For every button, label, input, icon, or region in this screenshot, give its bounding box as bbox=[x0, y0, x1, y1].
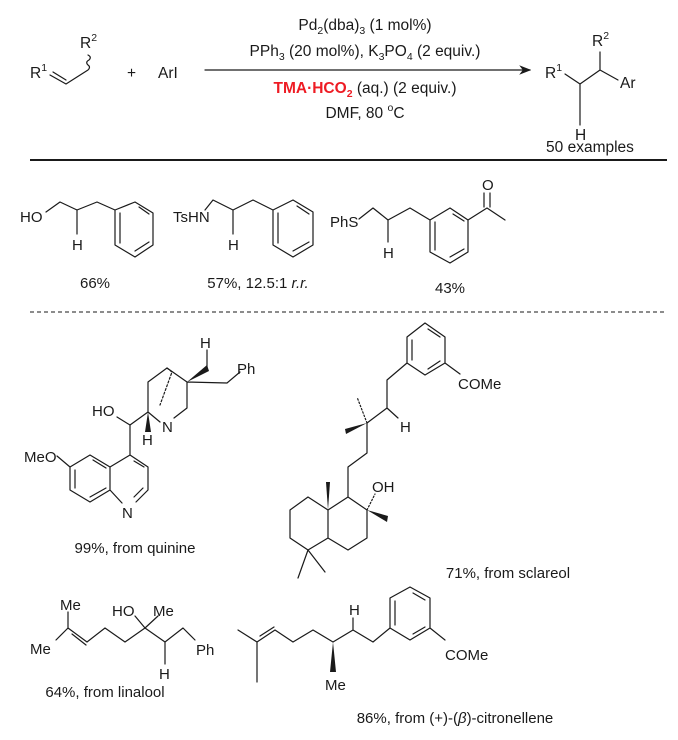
plus-sign: + bbox=[127, 65, 136, 82]
aryl-iodide-label: ArI bbox=[158, 65, 178, 82]
condition-reductant: TMA·HCO2 (aq.) (2 equiv.) bbox=[274, 80, 457, 100]
example-sclareol: COMe H OH 71%, from sclareol bbox=[289, 322, 570, 582]
condition-solvent-temp: DMF, 80 oC bbox=[325, 102, 404, 122]
examples-count: 50 examples bbox=[546, 139, 634, 156]
yield-label: 43% bbox=[435, 280, 465, 297]
product-ar-label: Ar bbox=[620, 75, 636, 92]
thioether-bonds bbox=[358, 192, 506, 264]
me-label: Me bbox=[325, 677, 346, 694]
alkene-bonds bbox=[49, 54, 91, 85]
sclareol-caption: 71%, from sclareol bbox=[446, 565, 570, 582]
oh-label: OH bbox=[372, 479, 395, 496]
h-label: H bbox=[159, 666, 170, 683]
ho-label: HO bbox=[112, 603, 135, 620]
o-label: O bbox=[482, 177, 494, 194]
yield-label: 66% bbox=[80, 275, 110, 292]
come-label: COMe bbox=[445, 647, 488, 664]
wedge-bond bbox=[187, 365, 209, 382]
condition-catalyst: Pd2(dba)3 (1 mol%) bbox=[298, 17, 431, 37]
h-label: H bbox=[383, 245, 394, 262]
example-citronellene: H Me COMe 86%, from (+)-(β)-citronellene bbox=[237, 586, 554, 727]
linalool-bonds bbox=[55, 611, 196, 665]
sulfonamide-bonds bbox=[204, 199, 314, 258]
product-h-label: H bbox=[575, 127, 586, 144]
ph-label: Ph bbox=[196, 642, 214, 659]
hashed-bridge bbox=[159, 367, 173, 406]
hashed-bonds bbox=[356, 396, 376, 511]
example-linalool: Me Me HO Me Ph H 64%, from linalool bbox=[30, 597, 214, 701]
h-label: H bbox=[400, 419, 411, 436]
h-label: H bbox=[72, 237, 83, 254]
product-r2-label: R2 bbox=[592, 30, 609, 50]
ho-label: HO bbox=[92, 403, 115, 420]
reactant-r1-label: R1 bbox=[30, 62, 47, 82]
wedge-bond bbox=[145, 412, 151, 432]
h-label: H bbox=[349, 602, 360, 619]
phs-label: PhS bbox=[330, 214, 358, 231]
tshn-label: TsHN bbox=[173, 209, 210, 226]
ph-label: Ph bbox=[237, 361, 255, 378]
yield-label: 57%, 12.5:1 r.r. bbox=[207, 275, 308, 292]
h-label: H bbox=[228, 237, 239, 254]
quinine-caption: 99%, from quinine bbox=[75, 540, 196, 557]
wedge-bond bbox=[367, 510, 388, 522]
h-top-label: H bbox=[200, 335, 211, 352]
product-r1-label: R1 bbox=[545, 62, 562, 82]
n-ring-label: N bbox=[122, 505, 133, 522]
example-quinine: H Ph HO N H MeO N 99%, from quinine bbox=[24, 335, 255, 557]
wedge-bond bbox=[330, 642, 336, 672]
n-bridge-label: N bbox=[162, 419, 173, 436]
product-structure: R1 R2 Ar H bbox=[545, 30, 636, 144]
wedge-bond bbox=[345, 423, 367, 434]
me-top-label: Me bbox=[60, 597, 81, 614]
sclareol-bonds bbox=[289, 322, 461, 579]
example-alcohol: HO H 66% bbox=[20, 201, 154, 292]
reactant-alkene: R1 R2 bbox=[30, 32, 97, 85]
product-bonds bbox=[564, 51, 619, 126]
ho-label: HO bbox=[20, 209, 43, 226]
meo-label: MeO bbox=[24, 449, 57, 466]
alcohol-bonds bbox=[45, 201, 154, 258]
citronellene-caption: 86%, from (+)-(β)-citronellene bbox=[357, 710, 554, 727]
reactant-r2-label: R2 bbox=[80, 32, 97, 52]
come-label: COMe bbox=[458, 376, 501, 393]
example-thioether: PhS H O 43% bbox=[330, 177, 506, 297]
citronellene-bonds bbox=[237, 586, 446, 683]
example-sulfonamide: TsHN H 57%, 12.5:1 r.r. bbox=[173, 199, 314, 292]
condition-ligand-base: PPh3 (20 mol%), K3PO4 (2 equiv.) bbox=[250, 43, 481, 63]
h-low-label: H bbox=[142, 432, 153, 449]
linalool-caption: 64%, from linalool bbox=[45, 684, 164, 701]
wedge-bond bbox=[326, 482, 330, 510]
me-left-label: Me bbox=[30, 641, 51, 658]
